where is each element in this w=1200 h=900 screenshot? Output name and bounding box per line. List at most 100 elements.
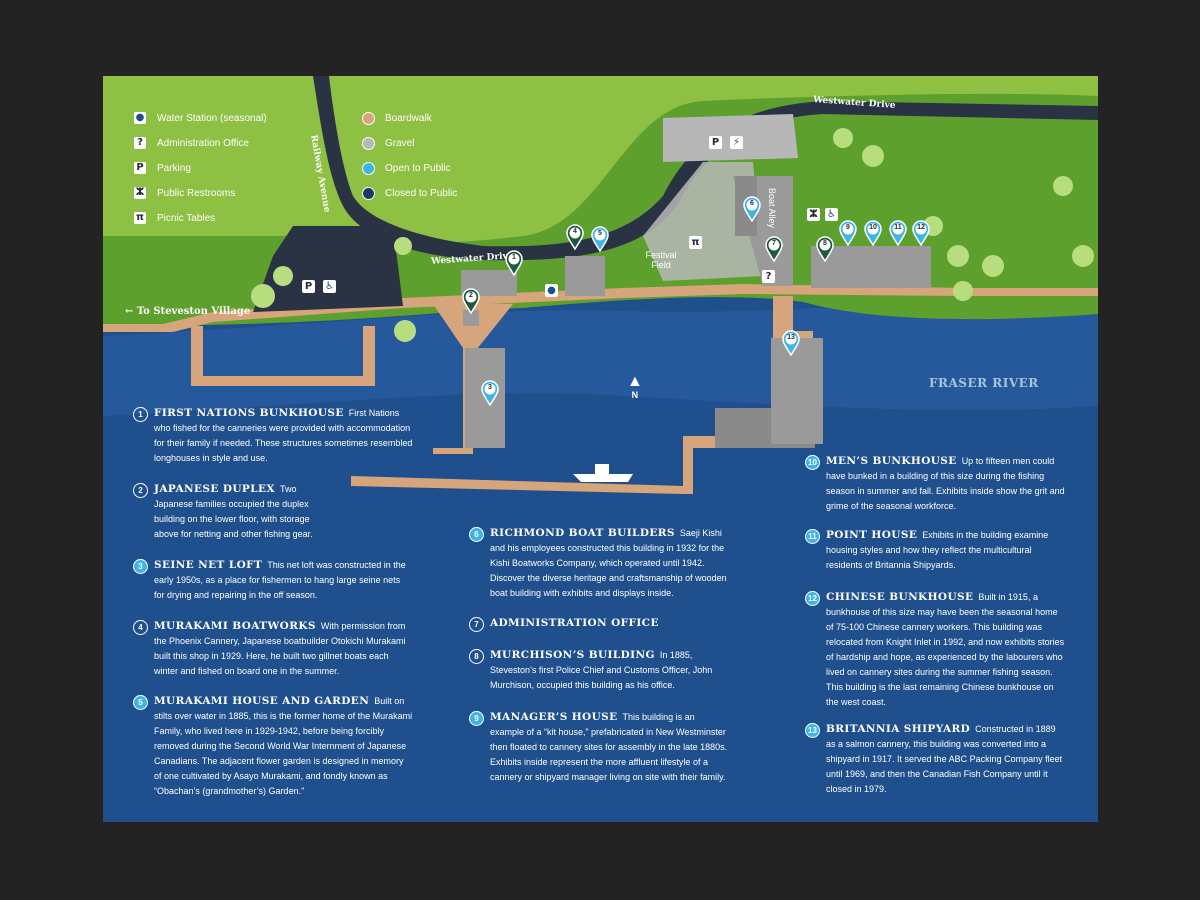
map-pin-icon: [816, 236, 834, 263]
site-entry-10: 10Men’s BunkhouseUp to fifteen men could…: [805, 454, 1067, 514]
map-pin-number: 11: [894, 224, 902, 231]
building-row-east: [811, 246, 931, 288]
map-pin-12[interactable]: 12: [912, 220, 930, 247]
water-drop-icon: ●: [134, 112, 146, 124]
map-pin-number: 13: [787, 334, 795, 341]
map-pin-3[interactable]: 3: [481, 380, 499, 407]
arrow-left-icon: ←: [125, 306, 137, 317]
open-swatch: [361, 161, 375, 175]
site-map: [103, 76, 1098, 822]
map-pin-5[interactable]: 5: [591, 226, 609, 253]
map-pin-6[interactable]: 6: [743, 196, 761, 223]
map-pin-8[interactable]: 8: [816, 236, 834, 263]
map-pin-10[interactable]: 10: [864, 220, 882, 247]
site-title: Murakami House and Garden: [154, 695, 370, 707]
map-pin-number: 3: [488, 384, 492, 391]
site-description: Constructed in 1889 as a salmon cannery,…: [826, 724, 1063, 794]
site-description: This building is an example of a “kit ho…: [490, 712, 728, 782]
building-britannia-shipyard: [771, 338, 823, 444]
legend-item-closed: Closed to Public: [361, 185, 457, 201]
map-pin-icon: [864, 220, 882, 247]
site-description: With permission from the Phoenix Cannery…: [154, 621, 406, 676]
map-pin-number: 6: [750, 200, 754, 207]
boat: [573, 474, 633, 482]
north-arrow: ▲ N: [627, 373, 643, 401]
site-description: Exhibits in the building examine housing…: [826, 530, 1049, 570]
question-icon: ?: [133, 136, 147, 150]
legend-item-open: Open to Public: [361, 160, 451, 176]
boat-alley-label: Boat Alley: [767, 188, 777, 229]
map-pin-icon: [782, 330, 800, 357]
site-number-badge: 1: [133, 407, 148, 422]
site-title: Seine Net Loft: [154, 559, 263, 571]
map-pin-number: 1: [512, 254, 516, 261]
picnic-table-icon: π: [133, 211, 147, 225]
map-board: ● Water Station (seasonal) ? Administrat…: [103, 76, 1098, 822]
site-title: Britannia Shipyard: [826, 723, 971, 735]
to-steveston-link[interactable]: ← To Steveston Village: [125, 306, 251, 317]
site-number-badge: 7: [469, 617, 484, 632]
site-title: Murchison’s Building: [490, 649, 655, 661]
parking-icon: P: [133, 161, 147, 175]
map-pin-icon: [462, 288, 480, 315]
map-pin-icon: [889, 220, 907, 247]
map-pin-number: 2: [469, 292, 473, 299]
parking-icon: P: [709, 136, 722, 149]
boardwalk-loop: [191, 326, 375, 386]
map-pin-number: 10: [869, 224, 877, 231]
accessible-icon: ♿: [825, 208, 838, 221]
dock-long: [351, 476, 683, 494]
site-description: Built in 1915, a bunkhouse of this size …: [826, 592, 1065, 707]
boat-cabin: [595, 464, 609, 474]
map-pin-icon: [591, 226, 609, 253]
site-entry-1: 1First Nations BunkhouseFirst Nations wh…: [133, 406, 413, 466]
legend-item-admin: ? Administration Office: [133, 135, 249, 151]
site-title: Point House: [826, 529, 918, 541]
map-pin-7[interactable]: 7: [765, 236, 783, 263]
map-pin-icon: [912, 220, 930, 247]
picnic-table-icon: π: [689, 236, 702, 249]
map-pin-4[interactable]: 4: [566, 224, 584, 251]
legend-item-gravel: Gravel: [361, 135, 414, 151]
site-description: Two Japanese families occupied the duple…: [154, 484, 313, 539]
site-number-badge: 6: [469, 527, 484, 542]
building-japanese-duplex: [463, 310, 479, 326]
map-pin-number: 7: [772, 240, 776, 247]
boardwalk-swatch: [361, 111, 375, 125]
accessible-icon: ♿: [323, 280, 336, 293]
legend-item-boardwalk: Boardwalk: [361, 110, 432, 126]
site-number-badge: 9: [469, 711, 484, 726]
map-pin-11[interactable]: 11: [889, 220, 907, 247]
site-title: Manager’s House: [490, 711, 618, 723]
map-pin-number: 9: [846, 224, 850, 231]
site-entry-11: 11Point HouseExhibits in the building ex…: [805, 528, 1067, 573]
legend-item-picnic: π Picnic Tables: [133, 210, 215, 226]
site-number-badge: 12: [805, 591, 820, 606]
map-pin-1[interactable]: 1: [505, 250, 523, 277]
map-pin-9[interactable]: 9: [839, 220, 857, 247]
site-number-badge: 3: [133, 559, 148, 574]
site-description: First Nations who fished for the canneri…: [154, 408, 413, 463]
map-pin-icon: [566, 224, 584, 251]
parking-icon: P: [302, 280, 315, 293]
site-description: Up to fifteen men could have bunked in a…: [826, 456, 1065, 511]
map-pin-number: 8: [823, 240, 827, 247]
site-title: Chinese Bunkhouse: [826, 591, 974, 603]
map-pin-13[interactable]: 13: [782, 330, 800, 357]
map-pin-2[interactable]: 2: [462, 288, 480, 315]
site-title: Administration Office: [490, 617, 659, 629]
site-entry-6: 6 Richmond Boat BuildersSaeji Kishi and h…: [469, 526, 731, 601]
water-drop-icon: ●: [545, 284, 558, 297]
site-title: Richmond Boat Builders: [490, 527, 675, 539]
ev-charging-icon: ⚡: [730, 136, 743, 149]
legend-item-parking: P Parking: [133, 160, 191, 176]
north-arrow-icon: ▲: [627, 373, 643, 390]
map-pin-icon: [481, 380, 499, 407]
site-entry-9: 9 Manager’s HouseThis building is an exam…: [469, 710, 731, 785]
legend-item-water: ● Water Station (seasonal): [133, 110, 267, 126]
map-pin-icon: [839, 220, 857, 247]
building-murakami: [565, 256, 605, 296]
site-description: Saeji Kishi and his employees constructe…: [490, 528, 727, 598]
site-entry-13: 13Britannia ShipyardConstructed in 1889 …: [805, 722, 1067, 797]
site-title: Murakami Boatworks: [154, 620, 316, 632]
